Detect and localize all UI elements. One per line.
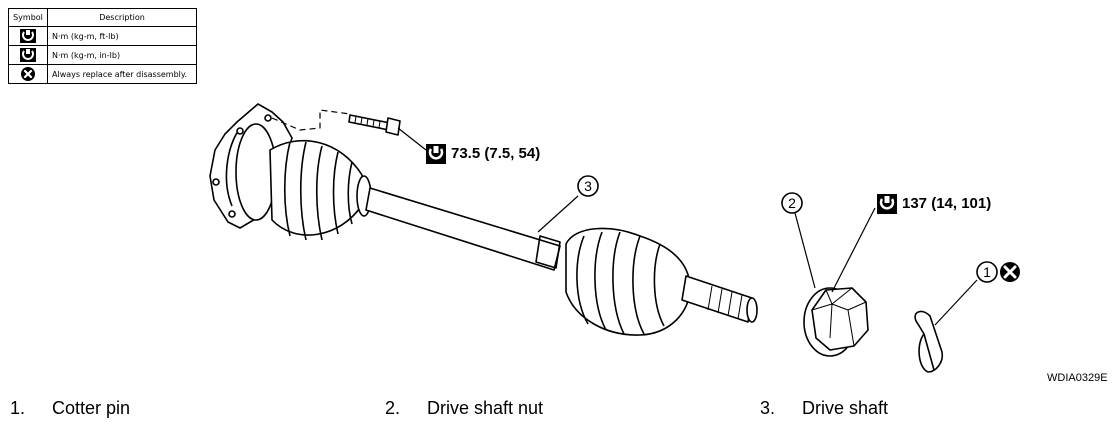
- bolt-torque-spec: 73.5 (7.5, 54): [451, 145, 541, 162]
- parts-list: 1. Cotter pin 2. Drive shaft nut 3. Driv…: [0, 398, 1118, 422]
- replace-x-icon: [1000, 262, 1020, 282]
- flange-bolt: [348, 114, 401, 136]
- part-number: 1.: [10, 398, 26, 418]
- torque-wrench-icon: [877, 194, 897, 214]
- nut-torque-spec: 137 (14, 101): [902, 195, 992, 212]
- outer-boot: [565, 227, 691, 336]
- part-name: Drive shaft nut: [427, 398, 544, 418]
- callout-1-label: 1: [983, 264, 991, 280]
- part-number: 2.: [385, 398, 401, 418]
- callout-2-circle: [781, 192, 803, 214]
- inner-boot: [269, 139, 372, 241]
- replace-x-icon: [21, 67, 35, 81]
- callout-2-label: 2: [788, 195, 796, 211]
- part-number: 3.: [760, 398, 776, 418]
- torque-wrench-icon: [20, 29, 36, 43]
- callout-1-circle: [976, 261, 998, 283]
- figure-code: WDIA0329E: [1047, 372, 1108, 384]
- torque-wrench-icon: [426, 144, 446, 164]
- drive-shaft-nut: [803, 287, 869, 357]
- cotter-pin: [914, 310, 944, 373]
- wheel-side-flange: [209, 103, 293, 229]
- part-name: Drive shaft: [802, 398, 889, 418]
- legend-row: Always replace after disassembly.: [8, 64, 197, 84]
- symbol-legend-table: Symbol Description N·m (kg-m, ft-lb) N·m…: [8, 8, 197, 84]
- shaft-bar: [365, 187, 561, 271]
- callout-3-label: 3: [584, 178, 592, 194]
- splined-stub: [681, 275, 758, 323]
- legend-description: Always replace after disassembly.: [47, 64, 197, 84]
- part-name: Cotter pin: [52, 398, 131, 418]
- torque-wrench-alt-icon: [20, 48, 36, 62]
- callout-3-circle: [577, 175, 599, 197]
